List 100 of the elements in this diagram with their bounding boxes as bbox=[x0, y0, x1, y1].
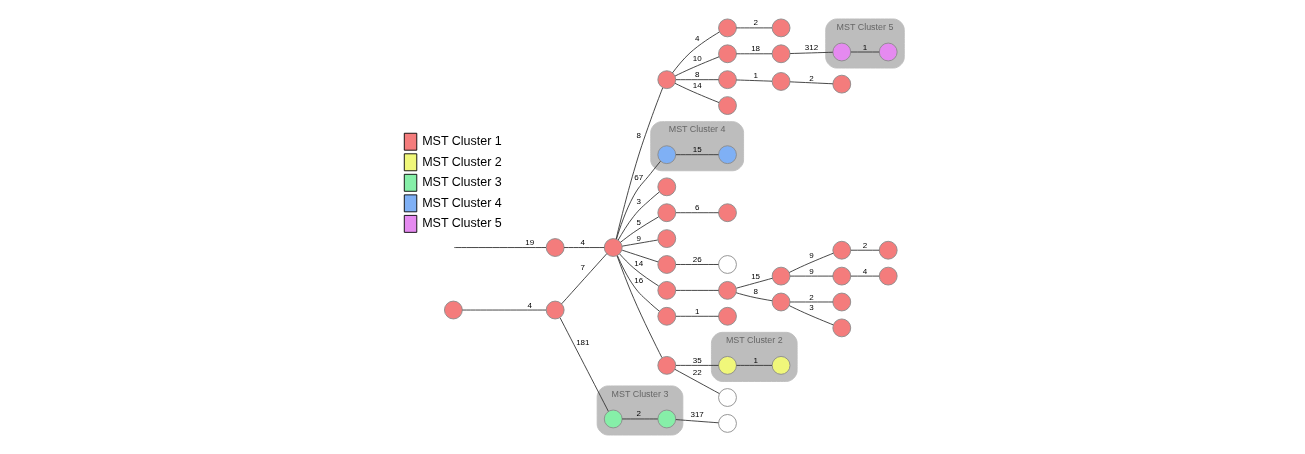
node-circle bbox=[771, 266, 791, 286]
node-circle bbox=[718, 388, 737, 407]
node-circle bbox=[718, 44, 737, 64]
connector bbox=[675, 154, 719, 156]
edge-label: 8 bbox=[636, 130, 641, 140]
node-circle bbox=[718, 145, 737, 165]
edge-label: 22 bbox=[692, 367, 702, 377]
connector bbox=[616, 255, 660, 312]
edge-label: 1 bbox=[694, 306, 700, 316]
connector bbox=[675, 79, 719, 81]
node-circle bbox=[718, 203, 737, 223]
edge-label: 15 bbox=[692, 145, 702, 155]
node-circle bbox=[878, 266, 898, 286]
edge-label: 3 bbox=[636, 196, 641, 206]
node-circle bbox=[718, 255, 737, 274]
edge-label: 9 bbox=[809, 266, 814, 276]
edge-label: 67 bbox=[634, 172, 644, 182]
edge-label: 3 bbox=[809, 303, 814, 313]
connector bbox=[615, 87, 664, 240]
node-circle bbox=[718, 70, 737, 90]
edge-label: 1 bbox=[862, 42, 868, 52]
connector bbox=[788, 252, 834, 273]
node-circle bbox=[718, 281, 737, 300]
edge-label: 14 bbox=[634, 258, 644, 268]
connector bbox=[736, 364, 773, 366]
node-circle bbox=[657, 177, 677, 197]
edge-label: 317 bbox=[690, 410, 704, 420]
edge-label: 2 bbox=[809, 73, 814, 83]
node-circle bbox=[657, 255, 677, 274]
connector bbox=[735, 292, 773, 302]
edge-label: 18 bbox=[751, 44, 761, 54]
node-circle bbox=[718, 414, 737, 433]
node-circle bbox=[878, 240, 898, 260]
edge-label: 4 bbox=[527, 300, 532, 310]
edge-label: 4 bbox=[694, 33, 700, 43]
connector bbox=[850, 51, 880, 53]
connector bbox=[736, 79, 773, 82]
node-circle bbox=[718, 18, 737, 38]
connector bbox=[619, 253, 660, 287]
connector bbox=[621, 239, 659, 247]
node-circle bbox=[832, 42, 852, 62]
connector bbox=[788, 305, 834, 326]
connector bbox=[850, 275, 880, 277]
connector bbox=[789, 275, 834, 277]
node-circle bbox=[832, 74, 852, 94]
connector bbox=[674, 56, 720, 77]
connector bbox=[675, 419, 719, 424]
edge-label: 8 bbox=[753, 287, 758, 297]
edge-label: 8 bbox=[694, 70, 700, 80]
node-circle bbox=[657, 306, 677, 326]
edge-label: 9 bbox=[636, 233, 641, 243]
connector bbox=[621, 418, 659, 420]
node-circle bbox=[771, 72, 791, 91]
node-circle bbox=[657, 409, 677, 429]
connector bbox=[674, 82, 720, 103]
node-circle bbox=[771, 18, 791, 38]
connector bbox=[789, 51, 834, 54]
edge-label: 4 bbox=[862, 266, 868, 276]
node-circle bbox=[771, 292, 791, 312]
node-circle bbox=[832, 292, 852, 312]
node-circle bbox=[545, 300, 565, 320]
edge-label: 312 bbox=[804, 43, 819, 53]
edge-label: 7 bbox=[580, 263, 586, 273]
node-circle bbox=[657, 203, 677, 223]
connector bbox=[616, 160, 661, 240]
node-circle bbox=[718, 356, 737, 375]
node-circle bbox=[771, 356, 791, 375]
node-circle bbox=[771, 44, 791, 64]
connector bbox=[675, 264, 719, 265]
node-circle bbox=[444, 300, 463, 320]
connector bbox=[563, 247, 605, 248]
edge-label: 2 bbox=[753, 18, 758, 28]
node-circle bbox=[545, 238, 565, 257]
legend-label: MST Cluster 4 bbox=[422, 195, 502, 210]
legend-label: MST Cluster 2 bbox=[422, 154, 502, 169]
legend-label: MST Cluster 5 bbox=[422, 216, 502, 231]
node-circle bbox=[718, 306, 737, 326]
edge-label: 1 bbox=[753, 355, 758, 365]
edge-label: 10 bbox=[692, 54, 702, 64]
edge-label: 15 bbox=[751, 271, 761, 281]
edge-label: 2 bbox=[636, 409, 641, 419]
edge-label: 181 bbox=[576, 338, 590, 348]
edge-label: 16 bbox=[634, 276, 644, 286]
connector bbox=[736, 27, 773, 29]
node-circle bbox=[603, 409, 623, 429]
legend-label: MST Cluster 3 bbox=[422, 175, 502, 190]
edge-label: 4 bbox=[580, 238, 586, 248]
node-circle bbox=[657, 356, 677, 375]
connector bbox=[561, 253, 608, 305]
node-circle bbox=[657, 281, 677, 300]
connector bbox=[674, 368, 720, 394]
connector bbox=[617, 191, 660, 241]
connector bbox=[675, 212, 719, 214]
edge-label: 9 bbox=[809, 250, 814, 260]
connector bbox=[675, 289, 719, 291]
node-circle bbox=[832, 266, 852, 286]
connector bbox=[559, 317, 609, 412]
connector bbox=[620, 216, 660, 243]
node-circle bbox=[603, 238, 623, 257]
edge-label: 2 bbox=[809, 292, 814, 302]
